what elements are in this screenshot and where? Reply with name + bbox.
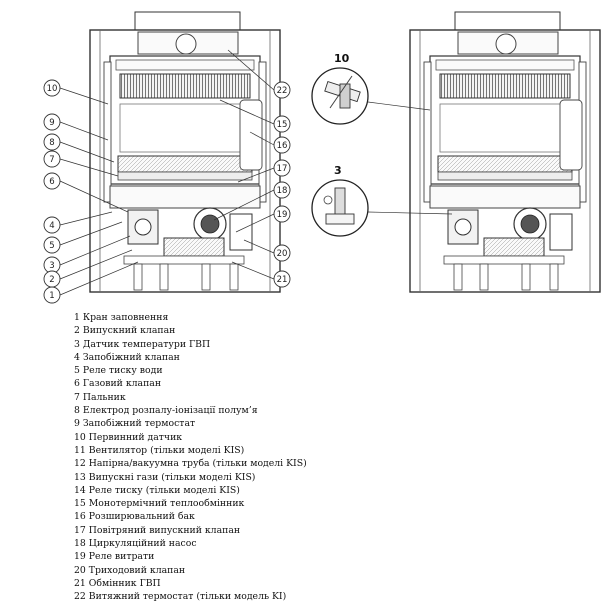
callout-22: 22 bbox=[273, 81, 291, 99]
legend-item: 12 Напірна/вакуумна труба (тільки моделі… bbox=[74, 458, 307, 470]
legend-item: 5 Реле тиску води bbox=[74, 365, 163, 377]
legend-item: 9 Запобіжний термостат bbox=[74, 418, 196, 430]
callout-5: 5 bbox=[43, 236, 61, 254]
legend-item: 21 Обмінник ГВП bbox=[74, 577, 161, 589]
legend-item: 4 Запобіжний клапан bbox=[74, 351, 180, 363]
svg-text:10: 10 bbox=[47, 84, 58, 94]
legend-item: 1 Кран заповнення bbox=[74, 312, 169, 323]
callout-10-left: 10 bbox=[43, 79, 61, 97]
svg-text:3: 3 bbox=[49, 261, 54, 271]
legend-item: 15 Монотермічний теплообмінник bbox=[74, 498, 245, 510]
legend-item: 3 Датчик температури ГВП bbox=[74, 338, 211, 350]
callout-20: 20 bbox=[273, 244, 291, 262]
svg-text:5: 5 bbox=[49, 241, 54, 251]
legend-item: 10 Первинний датчик bbox=[74, 431, 183, 443]
legend-item: 19 Реле витрати bbox=[74, 551, 155, 563]
svg-text:17: 17 bbox=[277, 164, 288, 174]
svg-text:20: 20 bbox=[277, 249, 288, 259]
svg-text:21: 21 bbox=[277, 275, 288, 285]
legend-item: 14 Реле тиску (тільки моделі KIS) bbox=[74, 484, 240, 496]
right-callouts: 22 15 16 17 18 19 20 21 bbox=[213, 49, 291, 288]
svg-text:1: 1 bbox=[49, 291, 54, 301]
callout-19: 19 bbox=[273, 205, 291, 223]
svg-text:4: 4 bbox=[49, 221, 54, 231]
callout-15: 15 bbox=[273, 115, 291, 133]
svg-text:2: 2 bbox=[49, 275, 54, 285]
svg-text:6: 6 bbox=[49, 177, 54, 187]
callout-18: 18 bbox=[273, 181, 291, 199]
legend-item: 16 Розширювальний бак bbox=[74, 511, 195, 523]
callout-4: 4 bbox=[43, 216, 61, 234]
legend-item: 13 Випускні гази (тільки моделі KIS) bbox=[74, 471, 256, 483]
legend-item: 11 Вентилятор (тільки моделі KIS) bbox=[74, 444, 245, 456]
legend-item: 17 Повітряний випускний клапан bbox=[74, 524, 241, 536]
legend-item: 18 Циркуляційний насос bbox=[74, 538, 197, 550]
callout-1: 1 bbox=[43, 286, 61, 304]
legend-item: 6 Газовий клапан bbox=[74, 378, 162, 390]
callout-7: 7 bbox=[43, 150, 61, 168]
legend-item: 8 Електрод розпалу-іонізації полум’я bbox=[74, 405, 258, 417]
legend-item: 2 Випускний клапан bbox=[74, 325, 176, 337]
left-callouts: 10 9 8 7 6 4 5 3 2 1 bbox=[43, 79, 139, 304]
detail-dhw-sensor: 3 bbox=[311, 164, 453, 237]
svg-text:9: 9 bbox=[49, 118, 54, 128]
legend-item: 22 Витяжний термостат (тільки модель KI) bbox=[74, 591, 287, 603]
legend-item: 20 Триходовий клапан bbox=[74, 564, 186, 576]
callout-21: 21 bbox=[273, 270, 291, 288]
svg-text:3: 3 bbox=[334, 164, 342, 177]
svg-text:7: 7 bbox=[49, 155, 54, 165]
svg-text:19: 19 bbox=[277, 210, 288, 220]
callout-8: 8 bbox=[43, 133, 61, 151]
svg-text:22: 22 bbox=[277, 86, 288, 96]
svg-text:8: 8 bbox=[49, 138, 54, 148]
boiler-diagram: 10 9 8 7 6 4 5 3 2 1 22 15 16 17 18 19 2… bbox=[43, 11, 601, 304]
detail-primary-sensor: 10 bbox=[311, 52, 431, 125]
callout-2: 2 bbox=[43, 270, 61, 288]
svg-text:15: 15 bbox=[277, 120, 288, 130]
svg-text:10: 10 bbox=[334, 52, 350, 65]
callout-9: 9 bbox=[43, 113, 61, 131]
legend-item: 7 Пальник bbox=[74, 391, 126, 403]
boiler-detail-view bbox=[409, 11, 601, 293]
callout-16: 16 bbox=[273, 136, 291, 154]
callout-6: 6 bbox=[43, 172, 61, 190]
callout-17: 17 bbox=[273, 159, 291, 177]
svg-text:18: 18 bbox=[277, 186, 288, 196]
boiler-front-view bbox=[89, 11, 281, 293]
svg-text:16: 16 bbox=[277, 141, 288, 151]
